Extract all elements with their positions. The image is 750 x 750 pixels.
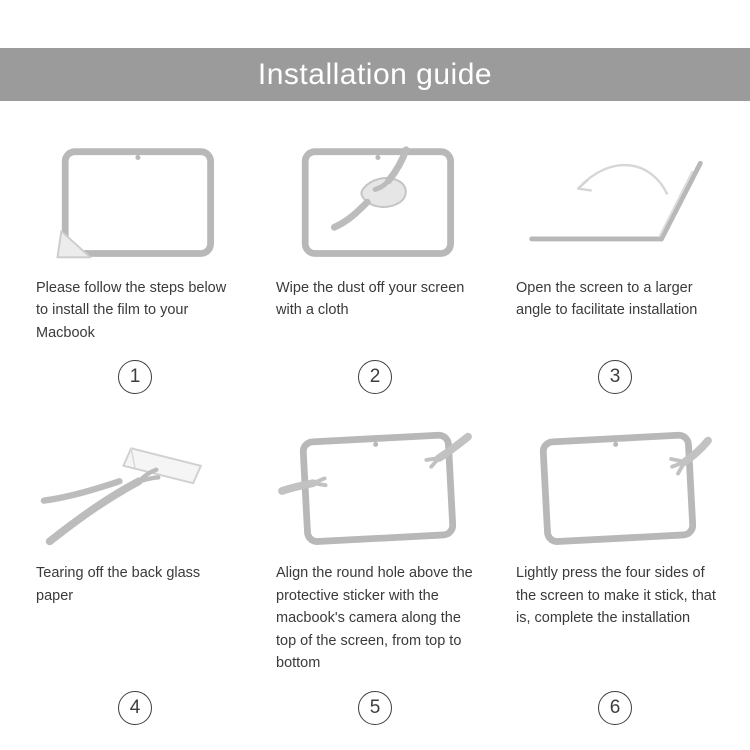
hands-aligning-film-on-screen-icon (278, 432, 472, 546)
step-1: Please follow the steps below to install… (28, 139, 242, 398)
step-6-caption: Lightly press the four sides of the scre… (516, 565, 716, 627)
step-3-illustration (508, 139, 722, 271)
step-3-number-badge: 3 (598, 360, 632, 395)
step-6-illustration (508, 424, 722, 556)
hands-wiping-screen-with-cloth-icon (301, 146, 454, 257)
step-5-number-badge: 5 (358, 690, 392, 725)
step-6: Lightly press the four sides of the scre… (508, 424, 722, 728)
hands-tearing-back-paper-icon (40, 447, 202, 546)
step-5-illustration (268, 424, 482, 556)
step-5-number-wrap: 5 (268, 675, 482, 729)
steps-grid: Please follow the steps below to install… (0, 101, 750, 729)
step-1-number-badge: 1 (118, 360, 152, 395)
step-6-number-badge: 6 (598, 690, 632, 725)
step-2: Wipe the dust off your screen with a clo… (268, 139, 482, 398)
step-2-illustration (268, 139, 482, 271)
step-4-number-badge: 4 (118, 690, 152, 725)
step-5: Align the round hole above the protectiv… (268, 424, 482, 728)
step-2-number-badge: 2 (358, 360, 392, 395)
step-1-caption: Please follow the steps below to install… (36, 280, 227, 341)
step-2-number-wrap: 2 (268, 344, 482, 398)
step-3: Open the screen to a larger angle to fac… (508, 139, 722, 398)
step-2-caption: Wipe the dust off your screen with a clo… (276, 280, 465, 319)
step-3-caption: Open the screen to a larger angle to fac… (516, 280, 698, 319)
step-4-illustration (28, 424, 242, 556)
step-3-number-wrap: 3 (508, 344, 722, 398)
laptop-opened-wide-angle-icon (529, 160, 703, 242)
tablet-with-peeling-film-icon (56, 148, 214, 259)
step-6-number-wrap: 6 (508, 675, 722, 729)
step-1-illustration (28, 139, 242, 271)
step-5-caption: Align the round hole above the protectiv… (276, 565, 473, 672)
step-1-number-wrap: 1 (28, 344, 242, 398)
hand-pressing-screen-sides-icon (539, 432, 712, 546)
step-4: Tearing off the back glass paper 4 (28, 424, 242, 728)
step-4-number-wrap: 4 (28, 675, 242, 729)
page-title: Installation guide (257, 57, 493, 91)
step-4-caption: Tearing off the back glass paper (36, 565, 201, 604)
header-banner: Installation guide (0, 48, 750, 101)
